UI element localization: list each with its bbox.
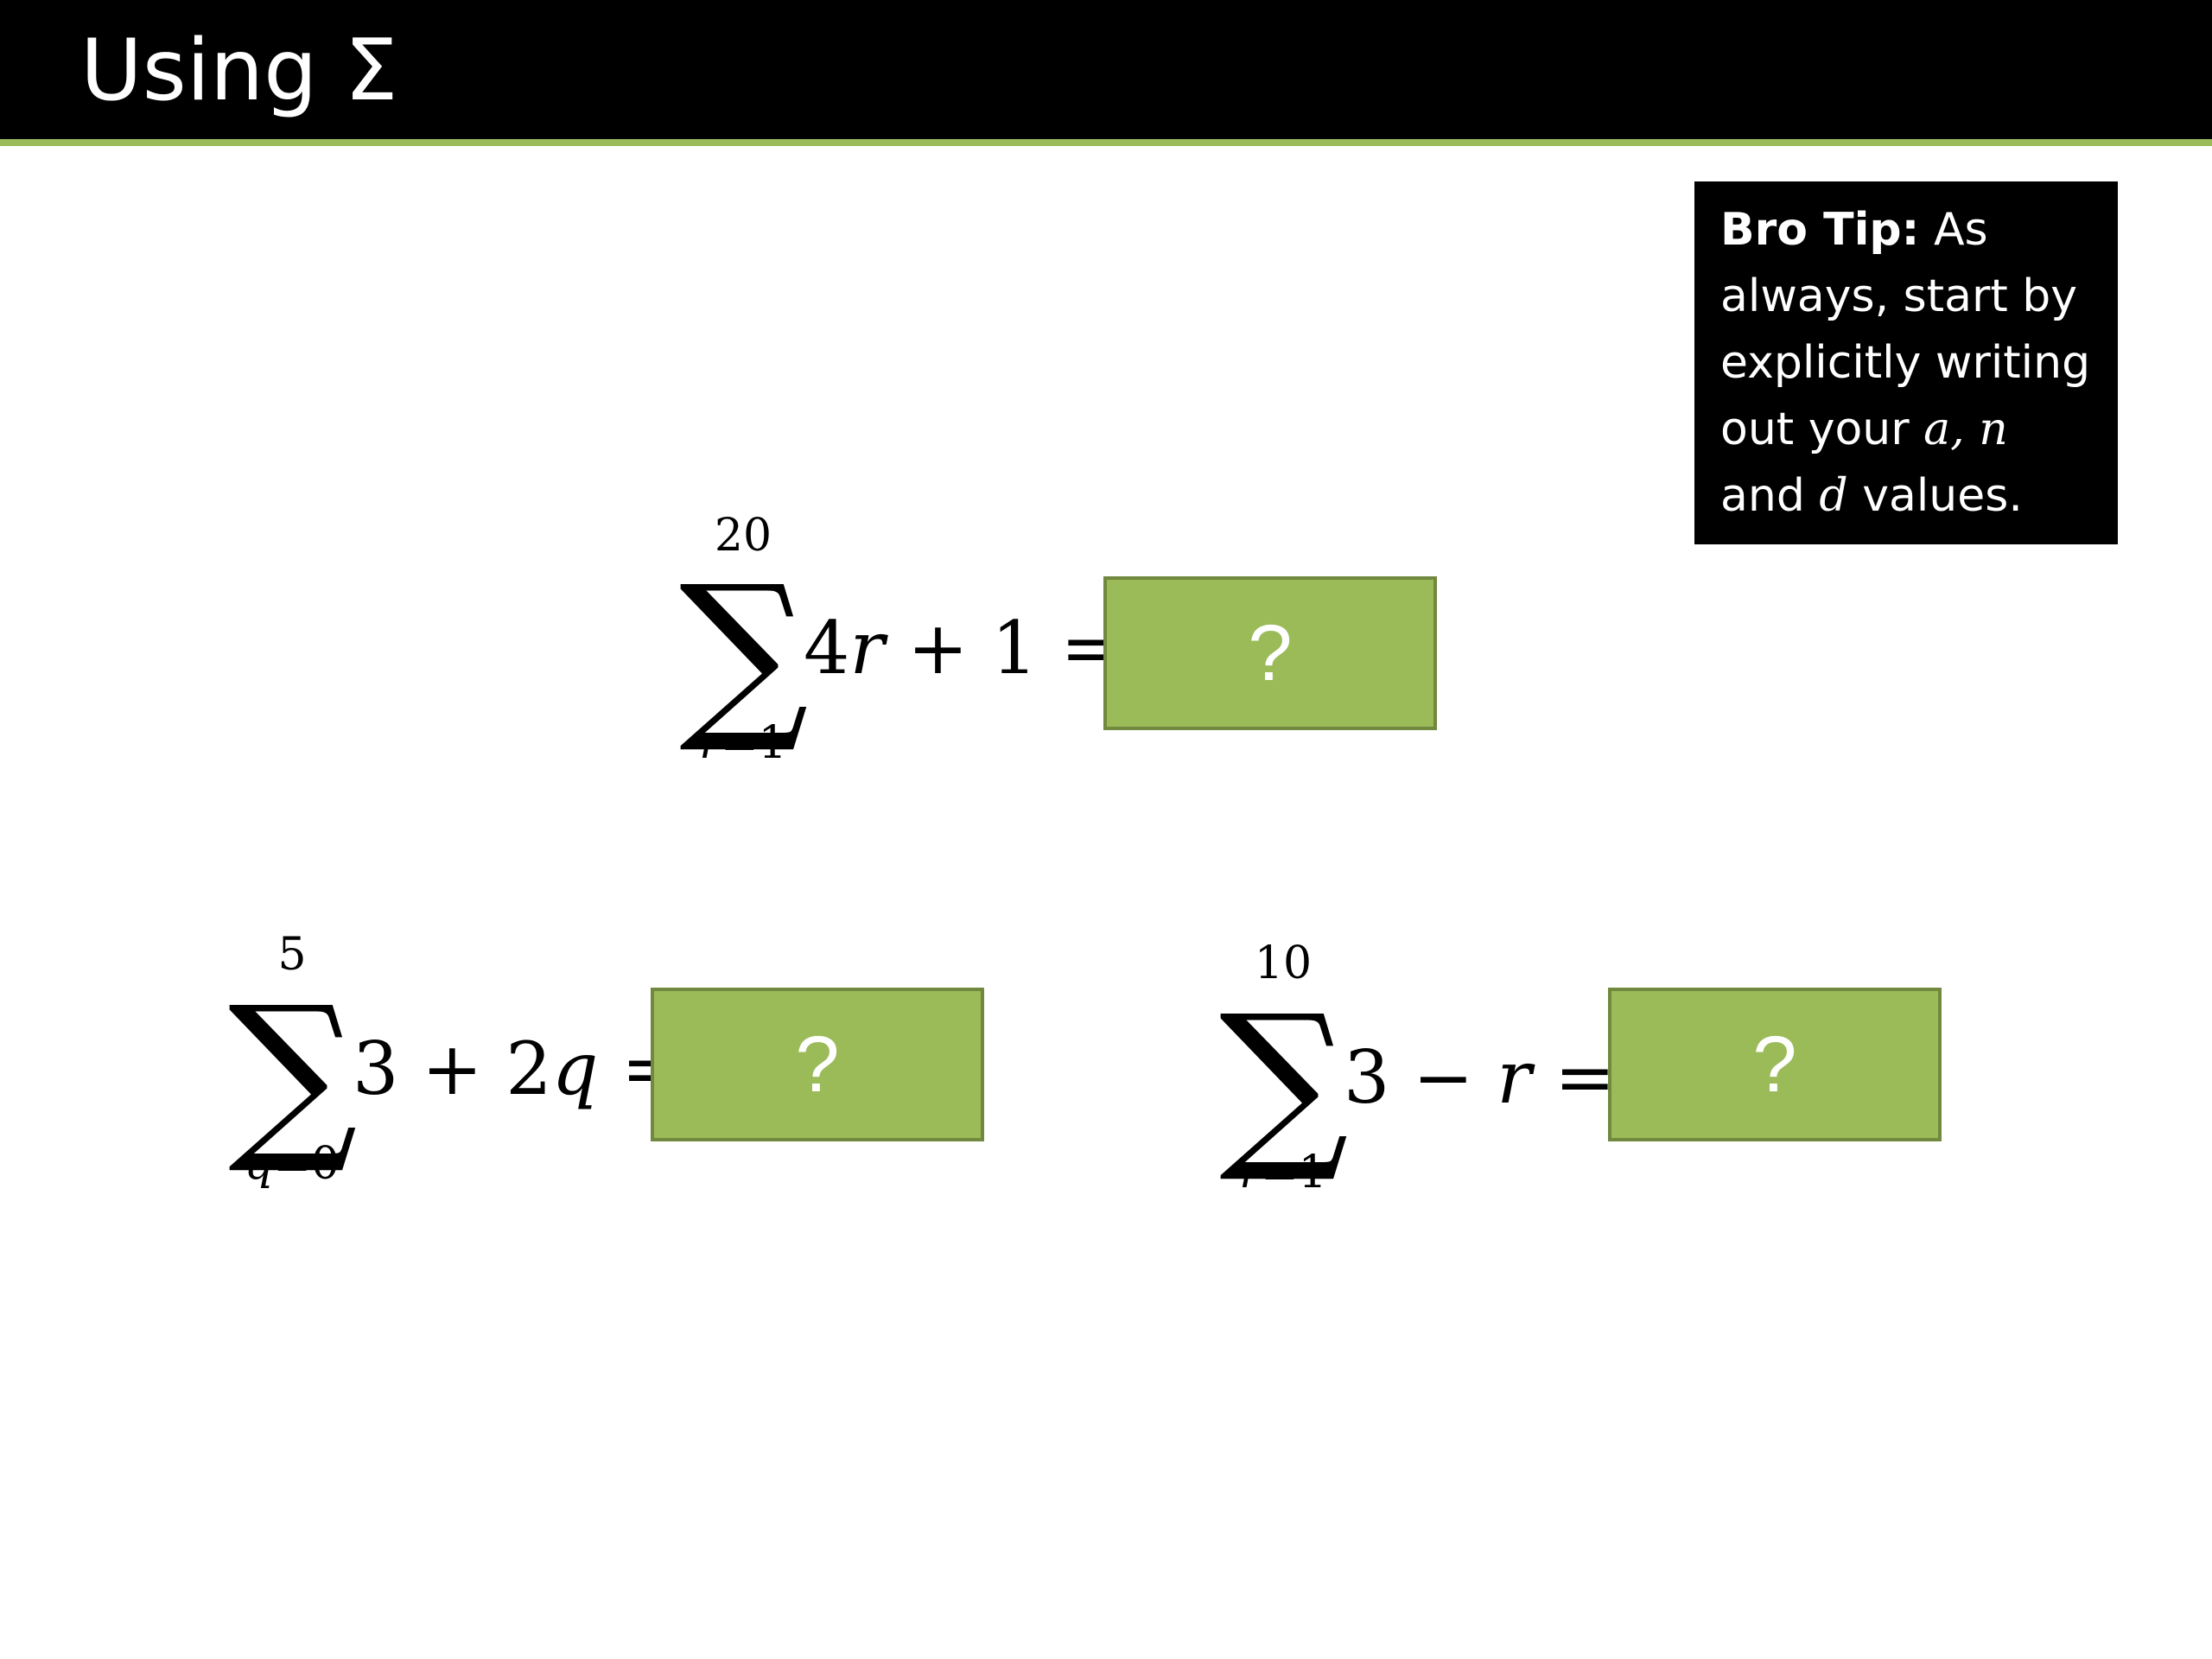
sum-lower-limit: q=0 <box>223 1138 361 1190</box>
answer-box-1[interactable]: ? <box>1103 576 1437 730</box>
sigma-symbol: ∑ <box>1219 976 1349 1187</box>
page-title: Using Σ <box>80 22 398 120</box>
index-var: q <box>245 1138 274 1190</box>
tip-line-5: and d values. <box>1720 463 2101 530</box>
index-start: =1 <box>1261 1147 1327 1198</box>
index-var: r <box>1239 1147 1262 1198</box>
sum-body: 4r + 1 = <box>804 605 1122 691</box>
sum-upper-limit: 10 <box>1254 938 1313 989</box>
body-var: q <box>551 1027 599 1111</box>
body-rest: = <box>1531 1035 1616 1120</box>
body-rest: + 1 = <box>884 606 1122 690</box>
var-n: n <box>1979 404 2008 455</box>
body-var: r <box>1497 1035 1532 1120</box>
sigma-symbol: ∑ <box>679 546 809 758</box>
tip-label: Bro Tip: <box>1720 204 1920 256</box>
tip-text: and <box>1720 470 1805 522</box>
answer-box-2[interactable]: ? <box>651 988 984 1141</box>
sum-lower-limit: r=1 <box>1214 1147 1352 1198</box>
tip-line-3: explicitly writing <box>1720 337 2091 389</box>
var-d: d <box>1819 470 1848 522</box>
var-comma: , <box>1950 404 1965 455</box>
tip-text: values. <box>1862 470 2023 522</box>
body-const: 4 <box>804 606 850 690</box>
index-start: =1 <box>721 717 787 769</box>
tip-line-2: always, start by <box>1720 270 2078 322</box>
body-var: r <box>849 606 885 690</box>
tip-line-4: out your a, n <box>1720 397 2101 463</box>
tip-text: As <box>1933 204 1988 256</box>
sum-upper-limit: 20 <box>714 510 772 562</box>
body-const: 3 − <box>1344 1035 1497 1120</box>
tip-text: out your <box>1720 404 1910 455</box>
var-a: a <box>1923 404 1951 455</box>
index-start: =0 <box>273 1138 340 1190</box>
bro-tip-box: Bro Tip: As always, start by explicitly … <box>1694 181 2118 544</box>
sum-body: 3 − r = <box>1344 1034 1615 1121</box>
body-const: 3 + 2 <box>353 1027 552 1111</box>
sum-body: 3 + 2q = <box>353 1026 683 1112</box>
sigma-symbol: ∑ <box>228 967 358 1179</box>
sum-upper-limit: 5 <box>277 929 307 981</box>
title-bar: Using Σ <box>0 0 2212 146</box>
index-var: r <box>699 717 721 769</box>
answer-box-3[interactable]: ? <box>1608 988 1942 1141</box>
sum-lower-limit: r=1 <box>674 717 812 769</box>
tip-line-1: Bro Tip: As <box>1720 197 2101 264</box>
